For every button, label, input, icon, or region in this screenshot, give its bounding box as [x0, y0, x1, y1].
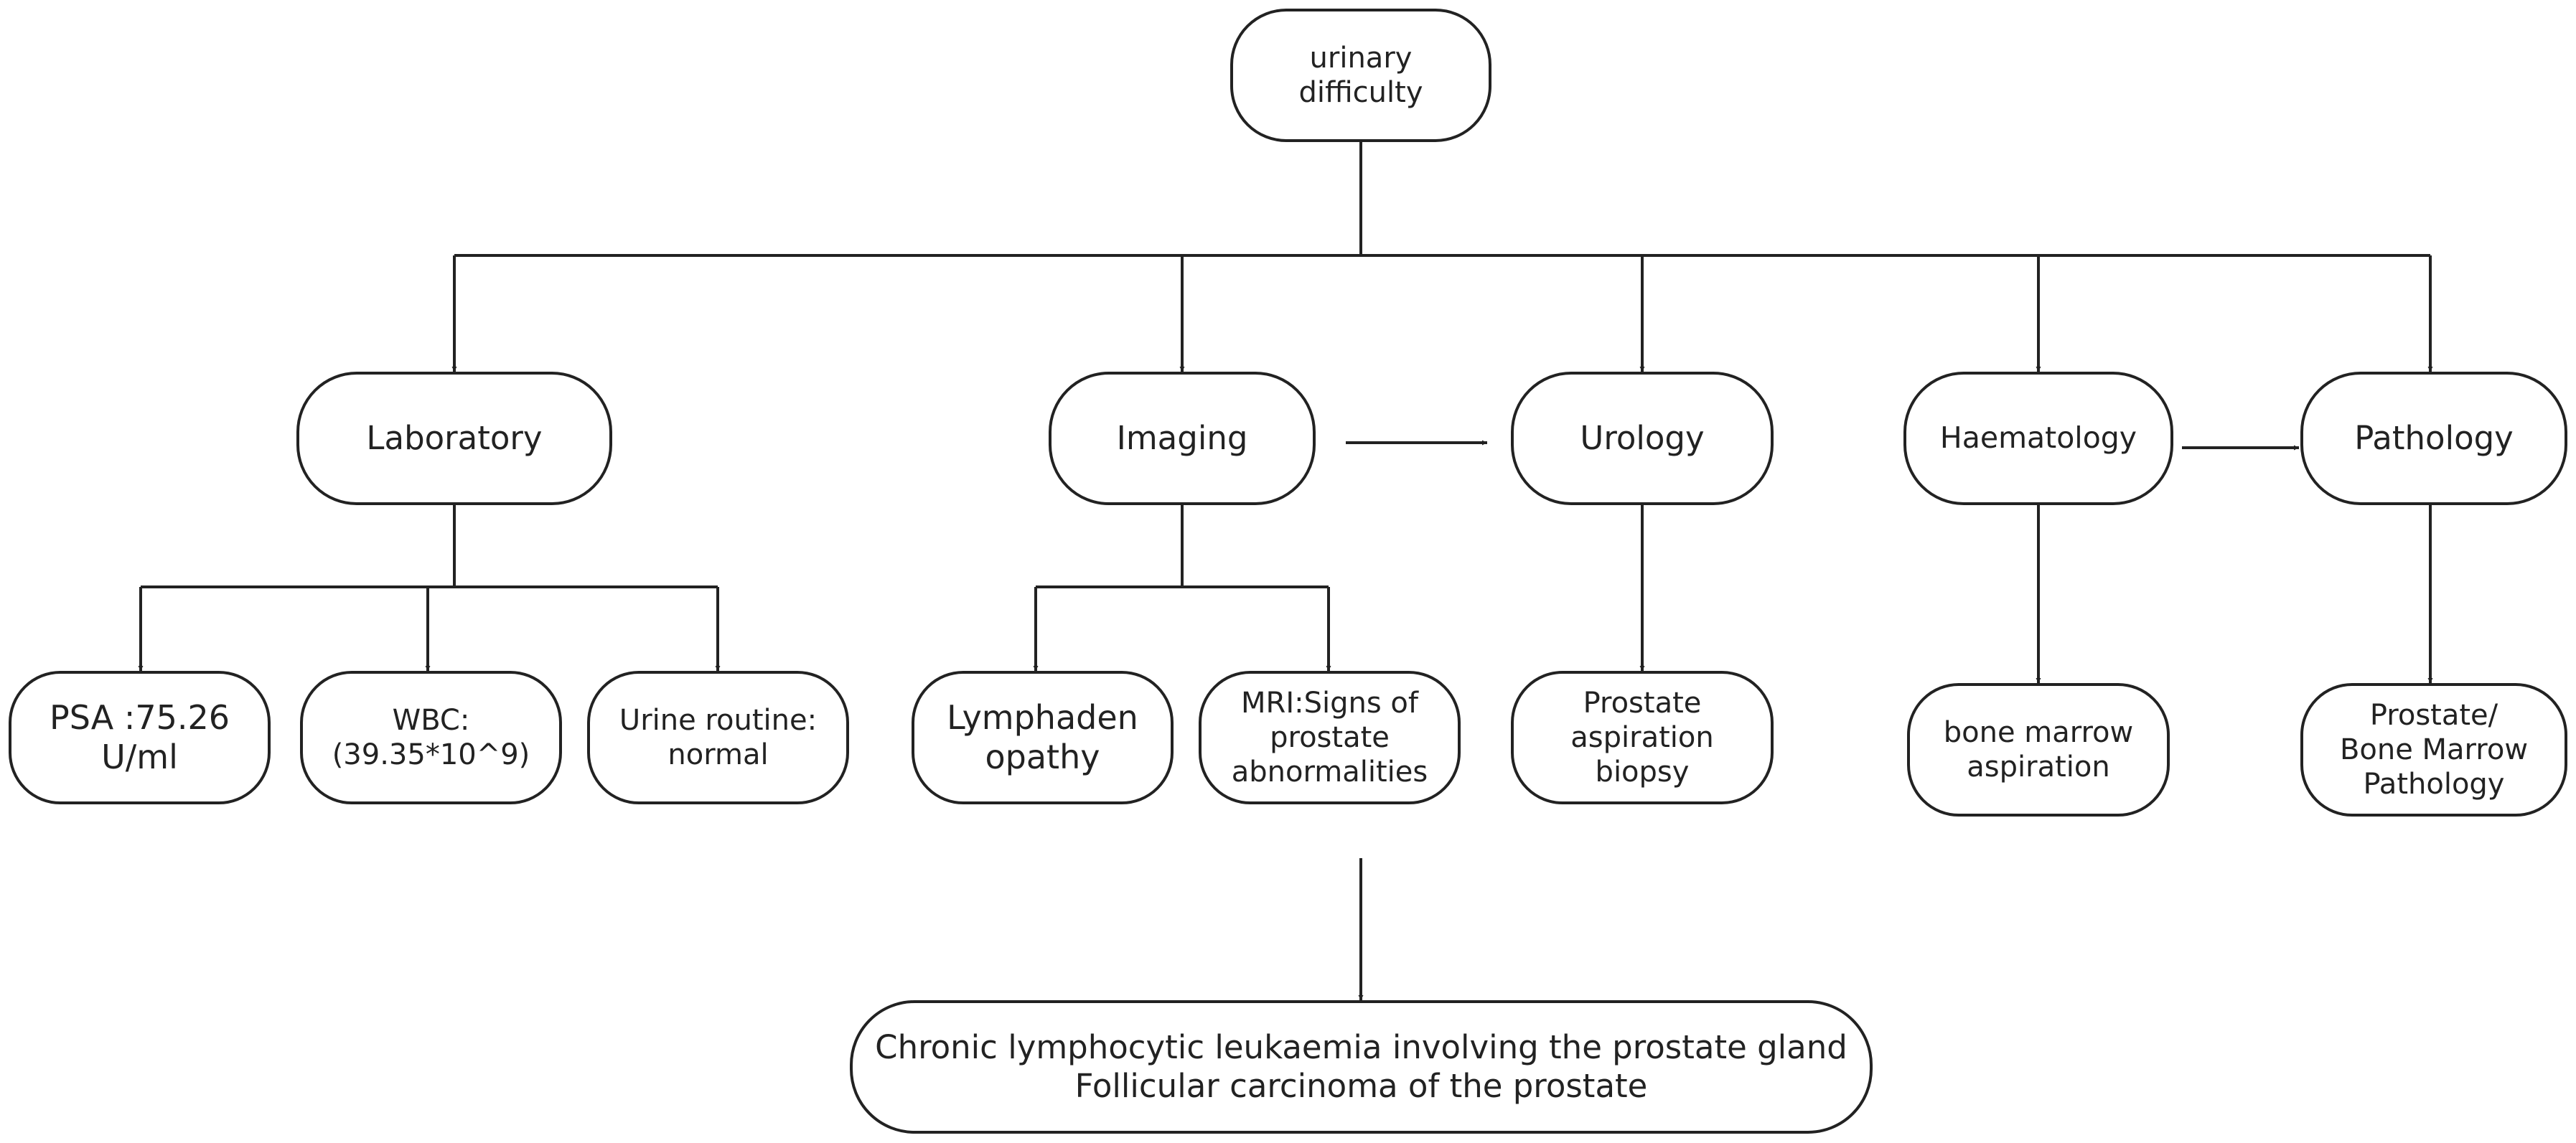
node-text-line: Lymphaden — [947, 697, 1138, 737]
node-text-line: prostate — [1270, 721, 1390, 754]
node-imaging: Imaging — [1049, 372, 1316, 505]
node-text-line: Imaging — [1116, 419, 1248, 457]
node-text-line: abnormalities — [1231, 756, 1428, 789]
node-text-line: Laboratory — [366, 419, 543, 457]
node-text-line: difficulty — [1298, 76, 1423, 109]
node-urine-routine: Urine routine: normal — [587, 671, 849, 804]
node-urology: Urology — [1511, 372, 1774, 505]
node-pathology: Pathology — [2300, 372, 2567, 505]
node-text-line: Prostate/ — [2369, 699, 2498, 732]
node-laboratory: Laboratory — [296, 372, 612, 505]
node-text-line: Urology — [1580, 419, 1705, 457]
node-text-line: U/ml — [101, 738, 178, 776]
node-text-line: PSA :75.26 — [49, 697, 230, 737]
node-text-line: (39.35*10^9) — [332, 738, 530, 771]
node-text-line: WBC: — [392, 704, 470, 737]
node-text-line: bone marrow — [1943, 716, 2134, 749]
node-text-line: MRI:Signs of — [1241, 687, 1418, 720]
node-mri: MRI:Signs of prostate abnormalities — [1199, 671, 1461, 804]
node-text-line: Urine routine: — [619, 704, 818, 737]
node-prostate-bone-marrow-pathology: Prostate/ Bone Marrow Pathology — [2300, 683, 2567, 817]
node-text-line: Pathology — [2363, 768, 2505, 801]
node-text-line: Pathology — [2354, 419, 2514, 457]
node-lymphadenopathy: Lymphaden opathy — [912, 671, 1174, 804]
node-text-line: opathy — [985, 738, 1100, 776]
node-text-line: Follicular carcinoma of the prostate — [1074, 1067, 1648, 1105]
node-text-line: biopsy — [1595, 756, 1690, 789]
node-text-line: Haematology — [1939, 420, 2137, 456]
node-psa: PSA :75.26 U/ml — [9, 671, 271, 804]
node-final-diagnosis: Chronic lymphocytic leukaemia involving … — [850, 1000, 1873, 1134]
node-text-line: Prostate — [1583, 687, 1702, 720]
node-bone-marrow-aspiration: bone marrow aspiration — [1907, 683, 2170, 817]
node-haematology: Haematology — [1903, 372, 2173, 505]
node-text-line: aspiration — [1967, 751, 2110, 784]
node-wbc: WBC: (39.35*10^9) — [300, 671, 562, 804]
node-text-line: Chronic lymphocytic leukaemia involving … — [875, 1028, 1847, 1066]
node-text-line: normal — [668, 738, 769, 771]
node-urinary-difficulty: urinary difficulty — [1230, 9, 1491, 142]
node-prostate-aspiration-biopsy: Prostate aspiration biopsy — [1511, 671, 1774, 804]
node-text-line: Bone Marrow — [2339, 733, 2529, 766]
node-text-line: urinary — [1309, 42, 1413, 75]
node-text-line: aspiration — [1570, 721, 1714, 754]
